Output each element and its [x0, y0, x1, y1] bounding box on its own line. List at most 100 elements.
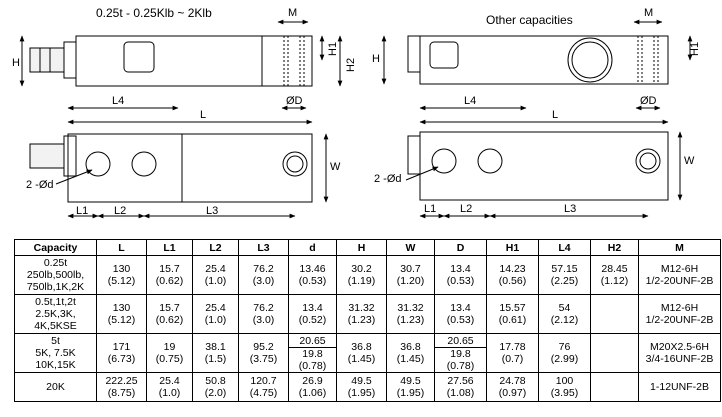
- cell-l1: 19(0.75): [146, 333, 193, 373]
- dim-H-right: H: [372, 53, 380, 65]
- left-side-view: [19, 19, 343, 125]
- cell-value: (1.19): [347, 275, 376, 287]
- cell-value: 38.1: [205, 341, 226, 353]
- header-w: W: [386, 239, 435, 256]
- left-body: [75, 35, 313, 87]
- cell-value: (0.78): [298, 359, 327, 372]
- cell-value: 76.2: [253, 263, 274, 275]
- cell-d: 13.4(0.52): [288, 294, 337, 334]
- cell-value: 24.78: [499, 375, 526, 387]
- cell-value: 50.8: [205, 375, 226, 387]
- cell-value: 30.2: [351, 263, 372, 275]
- dim-holes: 2 -Ød: [26, 179, 54, 191]
- cell-value: (1.23): [347, 314, 376, 326]
- cell-value: 36.8: [351, 341, 372, 353]
- cell-value: 4K,5KSE: [34, 320, 77, 332]
- cell-value: 130: [112, 302, 131, 314]
- cell-value: (0.62): [155, 275, 184, 287]
- left-view-title: 0.25t - 0.25Klb ~ 2Klb: [96, 6, 212, 20]
- cell-value: 5t: [51, 335, 60, 347]
- cell-d: 13.4(0.53): [434, 294, 487, 334]
- cell-l: 222.25(8.75): [96, 372, 147, 402]
- right-body: [419, 35, 669, 85]
- cell-value: 13.46: [299, 263, 326, 275]
- cell-h2: [590, 333, 639, 373]
- cell-value: 20.65: [435, 335, 486, 348]
- mount-hole-2: [131, 151, 157, 177]
- cell-h: 36.8(1.45): [336, 333, 387, 373]
- cell-l2: 38.1(1.5): [192, 333, 239, 373]
- cell-value: 54: [558, 302, 571, 314]
- cell-value: 5K, 7.5K: [35, 347, 76, 359]
- cell-value: 76.2: [253, 302, 274, 314]
- cell-l4: 76(2.99): [538, 333, 591, 373]
- cell-l1: 15.7(0.62): [146, 294, 193, 334]
- header-d: d: [288, 239, 337, 256]
- cell-value: 95.2: [253, 341, 274, 353]
- dim-L1-right: L1: [424, 203, 436, 215]
- cell-value: (3.0): [252, 275, 275, 287]
- header-l1: L1: [146, 239, 193, 256]
- cell-value: (0.62): [155, 314, 184, 326]
- cell-h2: [590, 294, 639, 334]
- cell-value: 130: [112, 263, 131, 275]
- cell-value: (0.53): [446, 275, 475, 287]
- cell-value: (1.0): [158, 387, 181, 399]
- cell-value: (0.75): [155, 353, 184, 365]
- cell-value: (1.5): [204, 353, 227, 365]
- header-l: L: [96, 239, 147, 256]
- cell-value: 17.78: [499, 341, 526, 353]
- cell-value: 14.23: [499, 263, 526, 275]
- cell-l2: 50.8(2.0): [192, 372, 239, 402]
- cell-value: 15.7: [159, 302, 180, 314]
- dim-L: L: [200, 109, 206, 121]
- cell-value: 36.8: [400, 341, 421, 353]
- cell-value: 222.25: [105, 375, 138, 387]
- cell-l2: 25.4(1.0): [192, 255, 239, 295]
- mount-hole-1: [85, 151, 111, 177]
- cell-value: 15.57: [499, 302, 526, 314]
- left-top-view: [29, 133, 329, 219]
- cell-value: 171: [112, 341, 131, 353]
- cell-value: (6.73): [107, 353, 136, 365]
- cell-h: 30.2(1.19): [336, 255, 387, 295]
- cell-value: (1.95): [396, 387, 425, 399]
- dim-L3-right: L3: [564, 203, 576, 215]
- cell-value: 13.4: [450, 302, 471, 314]
- right-side-view: [381, 19, 693, 125]
- cell-value: 3/4-16UNF-2B: [645, 353, 714, 365]
- cell-w: 49.5(1.95): [386, 372, 435, 402]
- dim-L-right: L: [552, 109, 558, 121]
- cell-l3: 95.2(3.75): [238, 333, 289, 373]
- dim-W: W: [330, 161, 341, 173]
- dim-holes-right: 2 -Ød: [374, 173, 402, 185]
- dim-L2: L2: [114, 205, 126, 217]
- cell-value: 49.5: [351, 375, 372, 387]
- cell-value: (0.7): [501, 353, 524, 365]
- dim-L4: L4: [112, 95, 124, 107]
- cell-d: 13.4(0.53): [434, 255, 487, 295]
- technical-drawing: 0.25t - 0.25Klb ~ 2Klb: [12, 6, 701, 219]
- right-top-view: [405, 131, 683, 219]
- cell-value: (1.20): [396, 275, 425, 287]
- right-top-body: [419, 131, 669, 201]
- cell-value: 28.45: [601, 263, 628, 275]
- cell-d: 26.9(1.06): [288, 372, 337, 402]
- cell-value: M12-6H: [660, 263, 699, 275]
- cell-h1: 24.78(0.97): [486, 372, 539, 402]
- cell-value: 13.4: [450, 263, 471, 275]
- cell-l: 171(6.73): [96, 333, 147, 373]
- cell-value: 10K,15K: [35, 359, 76, 371]
- cell-value: (0.56): [498, 275, 527, 287]
- left-view: 0.25t - 0.25Klb ~ 2Klb: [12, 6, 357, 219]
- dim-H1: H1: [327, 42, 339, 56]
- cell-value: (2.25): [550, 275, 579, 287]
- cell-l4: 100(3.95): [538, 372, 591, 402]
- cell-value: (0.61): [498, 314, 527, 326]
- cell-value: (4.75): [249, 387, 278, 399]
- cell-d: 13.46(0.53): [288, 255, 337, 295]
